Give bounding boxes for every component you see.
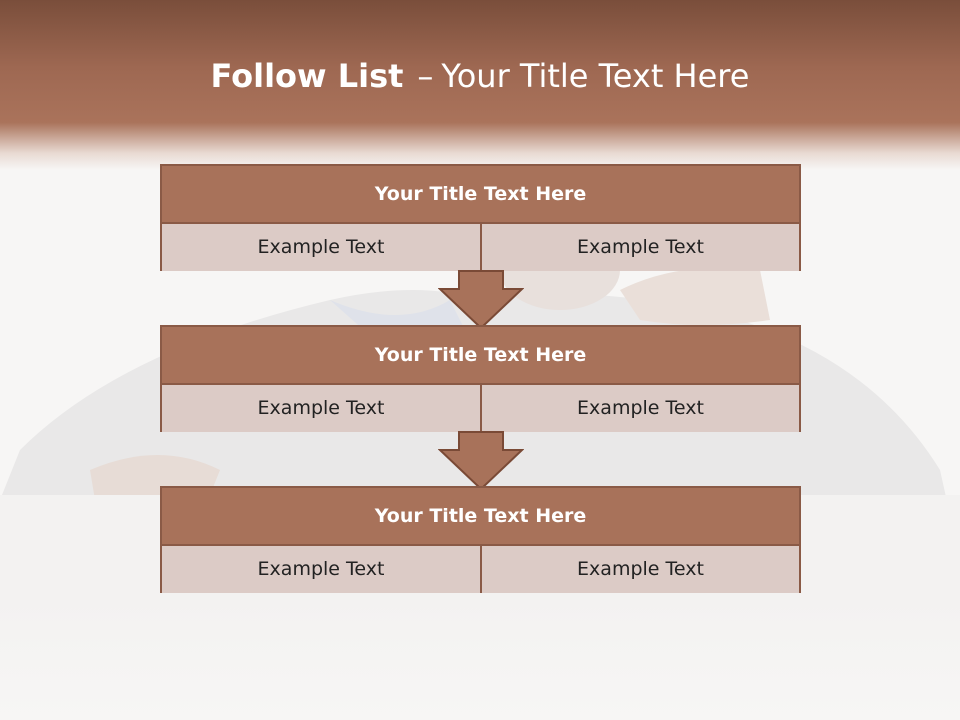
down-arrow-icon <box>438 431 524 491</box>
header-band <box>0 0 960 170</box>
step-item-left: Example Text <box>162 385 482 432</box>
step-box-2: Your Title Text Here Example Text Exampl… <box>160 325 801 432</box>
slide-title: Follow List–Your Title Text Here <box>0 52 960 100</box>
step-title: Your Title Text Here <box>162 166 799 224</box>
title-bold: Follow List <box>210 57 404 95</box>
step-box-1: Your Title Text Here Example Text Exampl… <box>160 164 801 271</box>
step-item-right: Example Text <box>482 385 799 432</box>
step-item-left: Example Text <box>162 546 482 593</box>
step-item-right: Example Text <box>482 546 799 593</box>
title-separator: – <box>417 57 434 95</box>
step-item-left: Example Text <box>162 224 482 271</box>
step-title: Your Title Text Here <box>162 488 799 546</box>
title-rest: Your Title Text Here <box>441 57 750 95</box>
step-box-3: Your Title Text Here Example Text Exampl… <box>160 486 801 593</box>
step-title: Your Title Text Here <box>162 327 799 385</box>
step-item-right: Example Text <box>482 224 799 271</box>
down-arrow-icon <box>438 270 524 330</box>
